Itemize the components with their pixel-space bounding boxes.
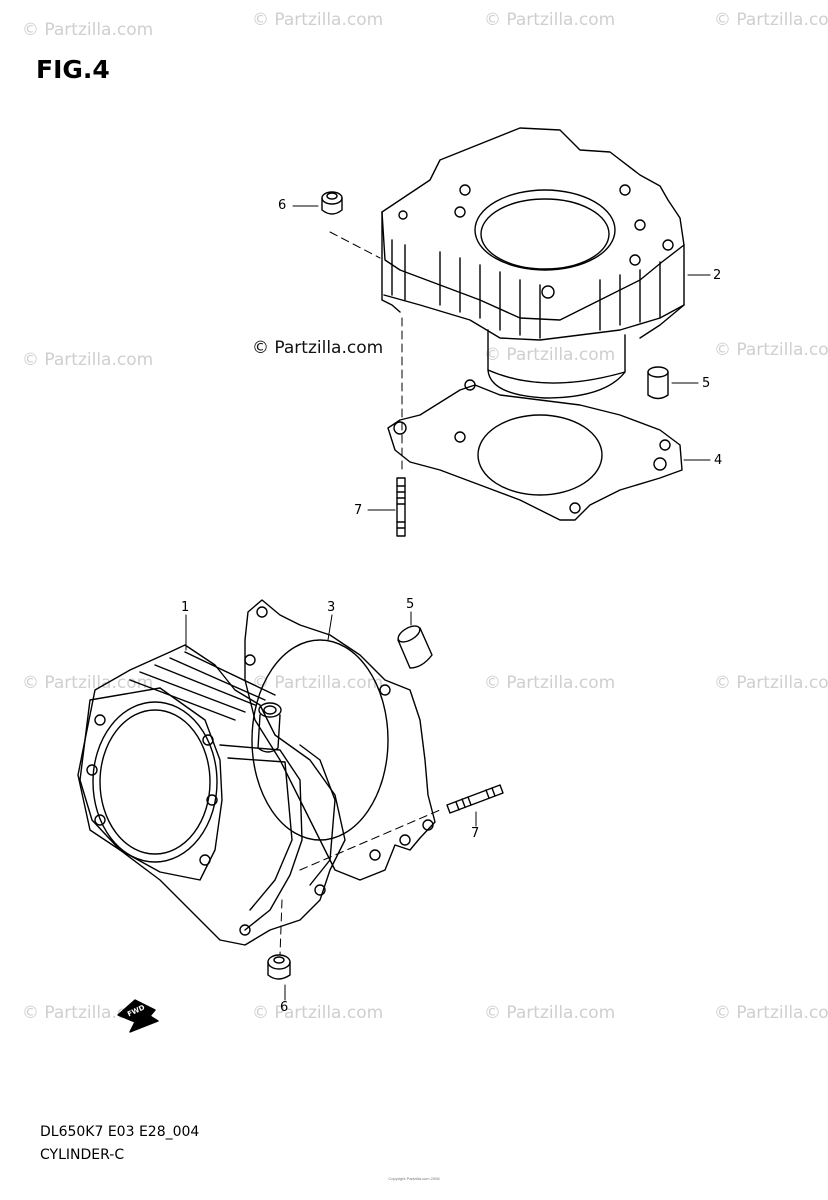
callout-7-bottom: 7 — [471, 826, 480, 841]
callout-2: 2 — [713, 268, 722, 283]
figure-label: FIG.4 — [36, 55, 110, 84]
watermark: © Partzilla.com — [22, 20, 154, 40]
dowel-pin-bottom[interactable] — [396, 623, 433, 669]
watermark: © Partzilla.com — [714, 1003, 828, 1023]
nut-bottom[interactable] — [267, 954, 291, 980]
callout-4: 4 — [714, 453, 723, 468]
stud-bottom[interactable] — [446, 784, 504, 814]
callout-6-bottom: 6 — [280, 1000, 289, 1015]
watermark: © Partzilla.com — [252, 1003, 384, 1023]
cylinder-rear[interactable] — [381, 127, 685, 399]
gasket-rear[interactable] — [387, 379, 683, 521]
dowel-pin-top[interactable] — [647, 366, 669, 400]
diagram-code: DL650K7 E03 E28_004 — [40, 1124, 200, 1140]
watermark: © Partzilla.com — [252, 673, 384, 693]
watermark: © Partzilla.com — [484, 1003, 616, 1023]
gasket-front[interactable] — [244, 599, 436, 881]
watermark: © Partzilla.com — [22, 1003, 154, 1023]
callout-7-top: 7 — [354, 503, 363, 518]
watermark: © Partzilla.com — [252, 10, 384, 30]
callout-5-top: 5 — [702, 376, 711, 391]
callout-1: 1 — [181, 600, 190, 615]
watermark: © Partzilla.com — [714, 340, 828, 360]
copyright-line: Copyright Partzilla.com 2008 — [388, 1176, 440, 1181]
center-watermark: © Partzilla.com — [252, 338, 384, 358]
nut-top[interactable] — [321, 191, 343, 215]
watermark: © Partzilla.com — [484, 345, 616, 365]
callout-5-bottom: 5 — [406, 597, 415, 612]
watermark: © Partzilla.com — [714, 673, 828, 693]
watermark: © Partzilla.com — [714, 10, 828, 30]
callout-6-top: 6 — [278, 198, 287, 213]
watermark: © Partzilla.com — [484, 10, 616, 30]
forward-arrow-icon — [117, 999, 159, 1033]
watermark: © Partzilla.com — [484, 673, 616, 693]
watermark: © Partzilla.com — [22, 350, 154, 370]
section-title: CYLINDER-C — [40, 1147, 125, 1163]
cylinder-front[interactable] — [77, 644, 346, 946]
stud-top[interactable] — [396, 477, 406, 537]
callout-3: 3 — [327, 600, 336, 615]
watermark: © Partzilla.com — [22, 673, 154, 693]
